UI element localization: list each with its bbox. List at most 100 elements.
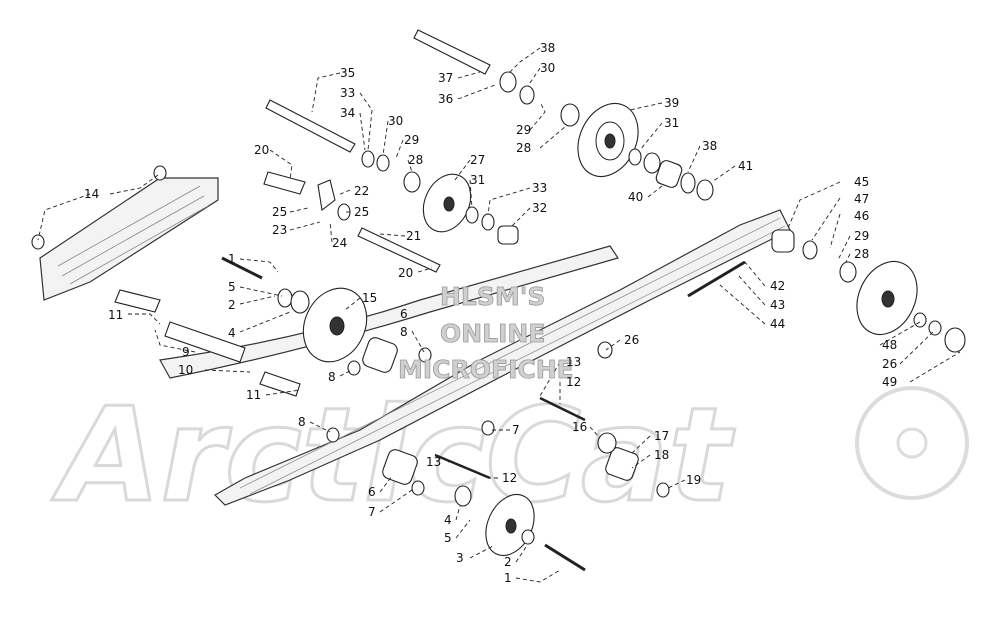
leader-36: [457, 84, 496, 100]
watermark-line3: MICROFICHE: [398, 355, 574, 384]
callout-31-mid: 31: [470, 173, 485, 187]
washer-34: [361, 150, 375, 168]
bearing-4-lower: [454, 485, 472, 507]
callout-28-top: 28: [516, 141, 531, 155]
bolt-12-lower: [434, 453, 491, 480]
leader-42: [744, 261, 766, 287]
callout-28-mid: 28: [408, 153, 423, 167]
leader-28c: [845, 253, 851, 263]
callout-1-lower: 1: [504, 571, 512, 585]
leader-26a: [605, 339, 621, 351]
shafts: [114, 29, 746, 572]
bolt-44: [687, 260, 746, 298]
leader-29b: [529, 101, 546, 131]
leader-33a: [359, 92, 373, 151]
leader-44: [719, 284, 766, 325]
wheel-39-ring: [595, 121, 625, 161]
wheel-46-hub: [881, 290, 895, 308]
leader-30a: [382, 120, 389, 156]
rail-hatching: [57, 185, 209, 285]
callout-labels: 14 1 2 4 5 11 9 10 11 8 8 8 6 15 20 25 2…: [84, 41, 897, 585]
callout-39: 39: [664, 96, 679, 110]
leader-47: [811, 197, 841, 241]
leader-33b: [487, 187, 531, 216]
washer-33: [481, 213, 495, 231]
spacer-16: [597, 432, 617, 454]
nut-8-mid: [347, 360, 361, 376]
washer-31-top: [628, 148, 642, 166]
callout-48: 48: [882, 338, 897, 352]
callout-16: 16: [572, 420, 587, 434]
wheel-15-hub: [329, 316, 345, 336]
leader-32: [511, 207, 531, 227]
leader-4a: [239, 311, 291, 333]
leader-14b: [37, 193, 91, 241]
callout-20-lower: 20: [398, 266, 413, 280]
leader-37: [457, 71, 481, 79]
callout-11-upper: 11: [108, 308, 123, 322]
bolt-7-upper: [481, 420, 495, 436]
leader-16: [589, 426, 601, 439]
leader-20a: [269, 149, 293, 181]
leader-2b: [515, 543, 529, 563]
callout-6-lower: 6: [368, 485, 376, 499]
leader-1b: [515, 569, 561, 583]
callout-17: 17: [654, 429, 669, 443]
shaft-35: [265, 99, 356, 153]
callout-34: 34: [340, 106, 355, 120]
callout-15: 15: [362, 291, 377, 305]
wheels: [302, 103, 918, 557]
shaft-21: [357, 227, 441, 273]
callout-2-lower: 2: [504, 555, 512, 569]
callout-4-lower: 4: [444, 513, 452, 527]
rail-curve-section: [159, 245, 619, 379]
leader-28b: [539, 125, 567, 149]
callout-47: 47: [854, 192, 869, 206]
rail-front-section: [39, 177, 219, 301]
nut-8-lower: [326, 427, 340, 443]
bearing-28-right: [839, 261, 857, 283]
shaft-20: [263, 171, 306, 195]
nut-14-left: [31, 234, 45, 250]
bolt-1-lower: [544, 543, 586, 572]
leader-39: [629, 102, 663, 111]
washer-26-right: [928, 320, 942, 336]
bolt-1-upper: [221, 256, 263, 280]
callout-14: 14: [84, 187, 99, 201]
watermark-line2: ONLINE: [440, 319, 545, 348]
block-17: [605, 447, 639, 481]
leader-28a: [407, 159, 413, 173]
leader-40: [647, 185, 663, 198]
callout-1-upper: 1: [228, 252, 236, 266]
leader-38a: [507, 47, 541, 75]
spacer-32: [497, 225, 519, 245]
callout-43: 43: [770, 298, 785, 312]
leader-11a: [128, 313, 161, 325]
callout-29-top: 29: [516, 123, 531, 137]
callout-25-right: 25: [354, 205, 369, 219]
right-slide-rail: [214, 209, 791, 506]
callout-45: 45: [854, 175, 869, 189]
nut-19: [656, 482, 670, 498]
bearing-28-mid: [403, 171, 421, 193]
callout-32: 32: [532, 201, 547, 215]
callout-18: 18: [654, 448, 669, 462]
leader-34: [359, 112, 366, 151]
leader-8a: [309, 421, 331, 433]
shaft-11-lower: [259, 371, 301, 397]
callout-38-right: 38: [702, 139, 717, 153]
bearing-28-top: [560, 103, 580, 127]
leader-41: [711, 165, 736, 183]
leader-24: [329, 221, 333, 243]
wheel-39-hub: [604, 133, 616, 149]
leader-26b: [899, 329, 936, 365]
callout-37: 37: [438, 71, 453, 85]
leader-15: [344, 297, 361, 311]
callout-26-mid: 26: [624, 333, 639, 347]
leader-8b: [339, 369, 353, 377]
callout-27: 27: [470, 153, 485, 167]
callout-23: 23: [272, 223, 287, 237]
leader-29c: [837, 235, 851, 261]
callout-13-lower: 13: [426, 455, 441, 469]
